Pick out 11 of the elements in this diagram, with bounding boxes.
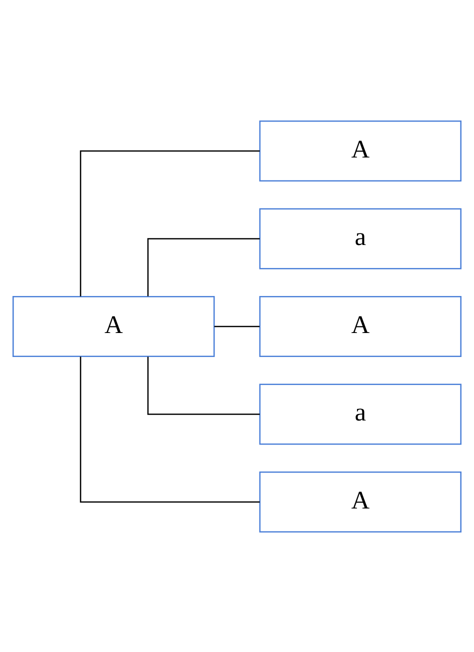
node-box: A [259,471,462,532]
connector [147,238,260,296]
node-box: a [259,208,462,269]
node-box: a [259,383,462,444]
node-box: A [12,295,215,357]
connector [147,356,260,414]
connector [80,356,260,502]
connector [80,150,260,296]
connector [214,325,260,327]
node-box: A [259,295,462,357]
node-box: A [259,120,462,181]
